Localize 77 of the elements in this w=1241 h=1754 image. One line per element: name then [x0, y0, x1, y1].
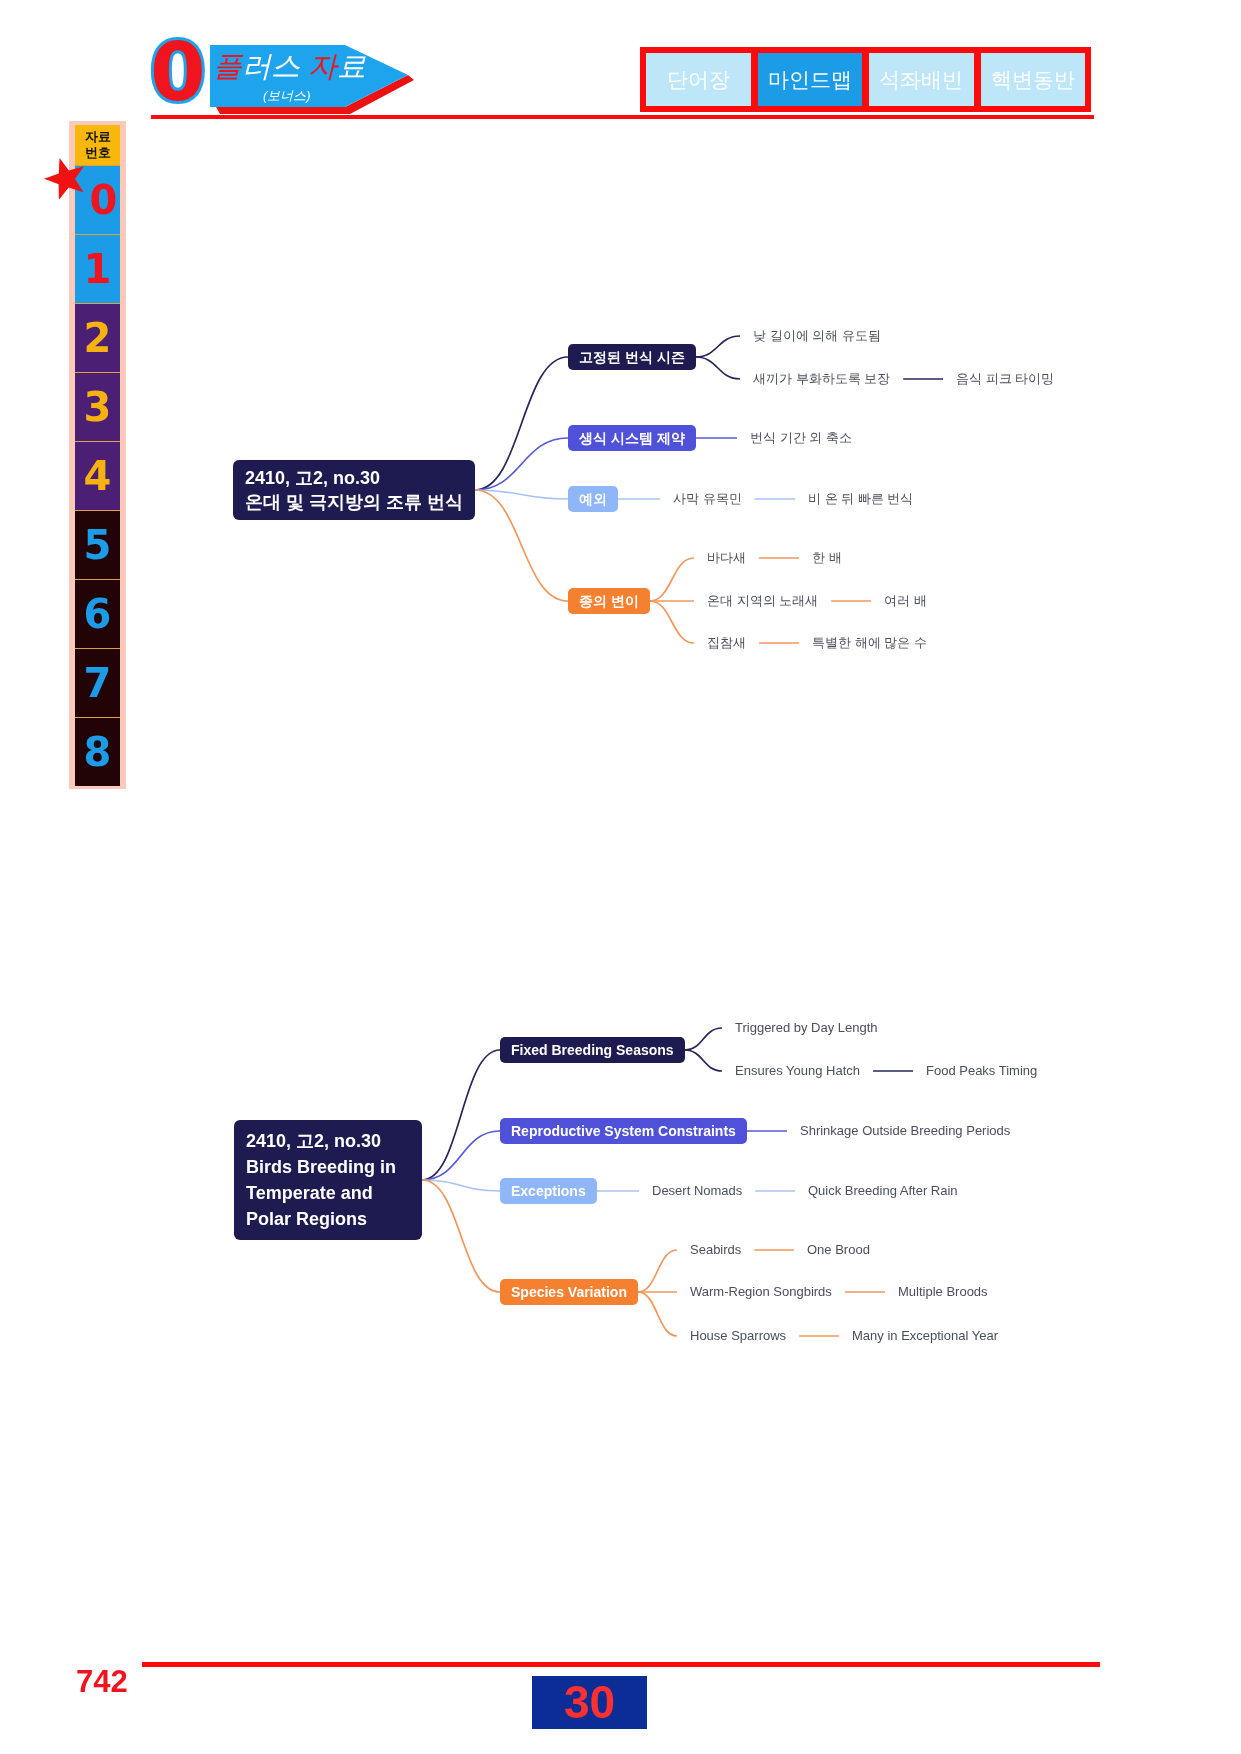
number-label: 3	[83, 385, 112, 429]
connector-line	[694, 356, 741, 380]
leaf-text: 번식 기간 외 축소	[750, 430, 852, 446]
branch-box: 예외	[568, 486, 618, 512]
connector-line	[753, 498, 796, 500]
banner-title: 플러스 자료	[213, 49, 367, 83]
topic-box	[233, 460, 475, 520]
topic-code: 2410, 고2, no.30	[246, 1130, 383, 1153]
leaf-text: One Brood	[807, 1242, 870, 1258]
branch-box: Fixed Breeding Seasons	[500, 1037, 685, 1063]
connector-line	[474, 489, 569, 602]
connector-line	[421, 1179, 501, 1293]
topic-title: Birds Breeding in Temperate and Polar Regions	[246, 1156, 398, 1231]
number-label: 1	[83, 247, 112, 291]
leaf-text: 집참새	[707, 635, 746, 651]
leaf-text: Warm-Region Songbirds	[690, 1284, 832, 1300]
number-label: 2	[83, 316, 112, 360]
number-label: 6	[83, 592, 112, 636]
leaf-text: 음식 피크 타이밍	[956, 371, 1055, 387]
connector-line	[798, 1335, 840, 1337]
branch-box: Reproductive System Constraints	[500, 1118, 747, 1144]
leaf-text: 온대 지역의 노래새	[707, 593, 819, 609]
leaf-text: 비 온 뒤 빠른 번식	[808, 491, 914, 507]
number-label: 4	[83, 454, 112, 498]
badge-digit: 0	[150, 33, 206, 113]
number-label: 8	[83, 730, 112, 774]
leaf-text: Ensures Young Hatch	[735, 1063, 861, 1079]
leaf-text: Shrinkage Outside Breeding Periods	[800, 1123, 1011, 1139]
banner-subtitle: (보너스)	[263, 88, 311, 103]
topic-box	[234, 1120, 422, 1240]
leaf-text: Seabirds	[690, 1242, 742, 1258]
connector-line	[872, 1070, 914, 1072]
page-number: 742	[76, 1664, 128, 1700]
connector-line	[758, 557, 800, 559]
branch-box: 고정된 번식 시즌	[568, 344, 696, 370]
leaf-text: 새끼가 부화하도록 보장	[753, 371, 891, 387]
topic-code: 2410, 고2, no.30	[245, 467, 382, 490]
leaf-text: Many in Exceptional Year	[852, 1328, 998, 1344]
connector-line	[754, 1190, 796, 1192]
leaf-text: Triggered by Day Length	[735, 1020, 878, 1036]
connector-line	[758, 642, 800, 644]
connector-line	[746, 1130, 788, 1132]
connector-line	[595, 1190, 640, 1192]
leaf-text: 낮 길이에 의해 유도됨	[753, 328, 881, 344]
leaf-text: House Sparrows	[690, 1328, 787, 1344]
connector-line	[637, 1291, 678, 1337]
number-label: 7	[83, 661, 112, 705]
leaf-text: Desert Nomads	[652, 1183, 743, 1199]
leaf-text: Food Peaks Timing	[926, 1063, 1038, 1079]
connector-line	[649, 600, 695, 644]
branch-box: 종의 변이	[568, 588, 650, 614]
leaf-text: 여러 배	[884, 593, 927, 609]
connector-line	[830, 600, 872, 602]
nav-tab: 단어장	[646, 53, 751, 106]
leaf-text: 한 배	[812, 550, 842, 566]
branch-box: Species Variation	[500, 1279, 638, 1305]
leaf-text: Quick Breeding After Rain	[808, 1183, 958, 1199]
branch-box: 생식 시스템 제약	[568, 425, 696, 451]
sidebar-header: 자료 번호	[75, 125, 120, 165]
nav-tab: 핵변동반	[980, 53, 1085, 106]
connector-line	[617, 498, 661, 500]
number-label: 0	[89, 178, 118, 222]
connector-line	[753, 1249, 795, 1251]
leaf-text: Multiple Broods	[898, 1284, 988, 1300]
topic-title: 온대 및 극지방의 조류 번식	[245, 491, 463, 514]
branch-box: Exceptions	[500, 1178, 597, 1204]
nav-tab: 마인드맵	[757, 53, 862, 106]
nav-tab: 석좌배빈	[869, 53, 974, 106]
leaf-text: 특별한 해에 많은 수	[812, 635, 927, 651]
connector-line	[694, 437, 738, 439]
leaf-text: 사막 유목민	[673, 491, 742, 507]
number-label: 5	[83, 523, 112, 567]
connector-line	[902, 378, 944, 380]
connector-line	[683, 1049, 723, 1072]
leaf-text: 바다새	[707, 550, 746, 566]
connector-line	[844, 1291, 886, 1293]
number-tag: 30	[532, 1676, 647, 1729]
